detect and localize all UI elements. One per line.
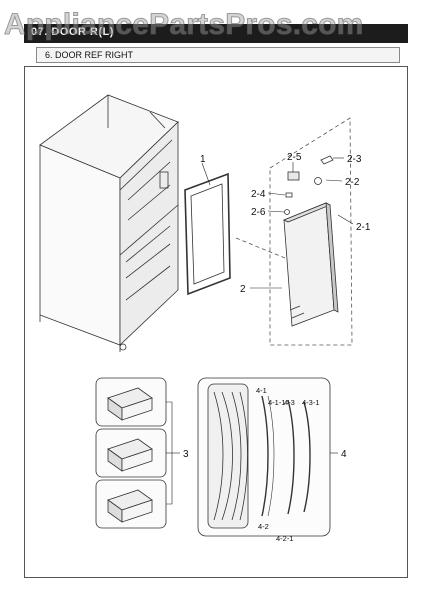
door-cap: [284, 209, 290, 215]
refrigerator-door-right: [283, 202, 339, 327]
gasket-set: [197, 377, 338, 537]
door-bin-1: [107, 387, 153, 421]
callout-4-3: 4-3: [284, 398, 295, 407]
assembly-line: [235, 237, 286, 259]
callout-2-6: 2-6: [251, 207, 266, 218]
subtitle-bar: [36, 47, 400, 63]
callout-4-1: 4-1: [256, 386, 267, 395]
callout-4: 4: [341, 449, 347, 460]
refrigerator-cabinet: [39, 94, 179, 352]
watermark: AppliancePartsPros.com: [4, 8, 364, 42]
callout-2-3: 2-3: [347, 154, 362, 165]
door-stopper: [285, 192, 293, 198]
gasket-strip-3: [303, 401, 311, 513]
subtitle: 6. DOOR REF RIGHT: [45, 50, 134, 60]
door-bin-3: [107, 489, 153, 523]
hinge-cover: [320, 155, 334, 165]
door-bins: [95, 377, 180, 529]
callout-2-1: 2-1: [356, 222, 371, 233]
hinge-bracket: [287, 171, 300, 181]
section-title: 07. DOOR R(L): [31, 26, 114, 38]
door-group-outline: [269, 117, 353, 346]
diagram-frame: [24, 66, 408, 578]
callout-4-1-1: 4-1-1: [268, 398, 286, 407]
callout-2-5: 2-5: [287, 152, 302, 163]
door-bin-2: [107, 438, 153, 472]
gasket-frame: [207, 383, 249, 529]
header-bar: [24, 24, 408, 43]
callout-4-3-1: 4-3-1: [302, 398, 320, 407]
callout-3: 3: [183, 449, 189, 460]
callout-1: 1: [200, 154, 206, 165]
hinge-parts: [284, 155, 334, 215]
callout-2: 2: [240, 284, 246, 295]
door-gasket: [184, 172, 231, 296]
callout-4-2: 4-2: [258, 522, 269, 531]
gasket-strip-2: [287, 399, 295, 515]
callout-2-2: 2-2: [345, 177, 360, 188]
hinge-cap: [314, 177, 322, 185]
gasket-strip-1: [261, 395, 269, 517]
callout-4-2-1: 4-2-1: [276, 534, 294, 543]
callout-2-4: 2-4: [251, 189, 266, 200]
